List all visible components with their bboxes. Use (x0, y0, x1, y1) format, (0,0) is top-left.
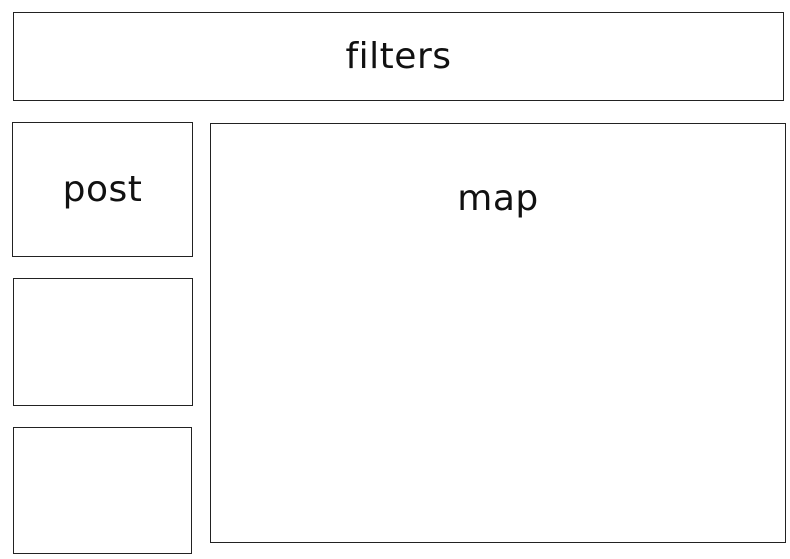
post-card (13, 427, 192, 554)
post-card: post (12, 122, 193, 257)
post-card (13, 278, 193, 406)
map-panel: map (210, 123, 786, 543)
post-label: post (62, 169, 143, 210)
filters-label: filters (345, 36, 452, 77)
map-label: map (457, 178, 539, 219)
filters-panel: filters (13, 12, 784, 101)
